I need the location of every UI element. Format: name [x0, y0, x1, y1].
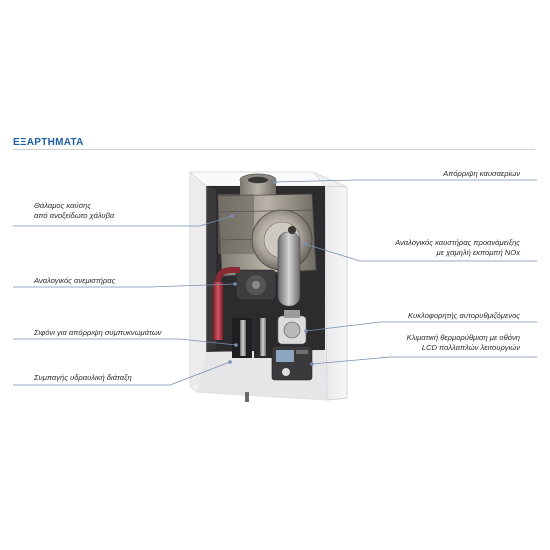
callout-line: Θάλαμος καύσης	[34, 201, 92, 210]
condensate-pipe	[213, 267, 240, 340]
leader-burner	[304, 243, 537, 262]
callout-hydraulics: Συμπαγής υδραυλική διάταξη	[34, 373, 132, 383]
callout-pump: Κυκλοφορητής αυτορυθμιζόμενος	[408, 311, 520, 321]
leader-lcd	[311, 356, 537, 365]
leader-siphon	[13, 338, 237, 346]
callout-line: Αναλογικός καυστήρας προανάμειξης	[395, 238, 520, 247]
hydraulic-block	[232, 314, 276, 358]
leader-fan	[13, 283, 236, 288]
callout-siphon: Σιφόνι για απόρριψη συμπυκνωμάτων	[34, 328, 161, 338]
circulator-pump	[277, 310, 307, 345]
modulating-fan	[235, 269, 277, 301]
callout-line: με χαμηλή εκπομπή NOx	[436, 248, 521, 257]
leader-combustion-chamber	[13, 215, 233, 227]
callout-fan: Αναλογικός ανεμιστήρας	[34, 276, 115, 286]
callout-combustion-chamber: Θάλαμος καύσης από ανοξείδωτο χάλυβα	[34, 201, 114, 221]
leader-hydraulics	[13, 361, 231, 386]
leader-lines	[13, 179, 537, 386]
leader-pump	[305, 321, 537, 332]
callout-line: Σιφόνι για απόρριψη συμπυκνωμάτων	[34, 328, 162, 337]
callout-lcd: Κλιματική θερμορύθμιση με οθόνη LCD πολλ…	[407, 333, 520, 353]
callout-line: Κλιματική θερμορύθμιση με οθόνη	[406, 333, 520, 342]
callout-line: από ανοξείδωτο χάλυβα	[34, 211, 115, 220]
premix-burner	[251, 209, 313, 307]
callout-line: Αναλογικός ανεμιστήρας	[34, 276, 116, 285]
page-title: ΕΞΑΡΤΗΜΑΤΑ	[13, 137, 84, 148]
flue-outlet	[239, 173, 277, 196]
title-divider	[13, 149, 535, 150]
callout-line: LCD πολλαπλών λειτουργιών	[421, 343, 520, 352]
callout-line: Συμπαγής υδραυλική διάταξη	[34, 373, 132, 382]
callout-line: Κυκλοφορητής αυτορυθμιζόμενος	[407, 311, 520, 320]
leader-dots	[228, 180, 314, 366]
bottom-fitting	[245, 392, 249, 402]
callout-line: Απόρριψη καυσαερίων	[443, 169, 520, 178]
lcd-control-panel	[271, 345, 313, 381]
callout-flue: Απόρριψη καυσαερίων	[443, 169, 520, 179]
callout-burner: Αναλογικός καυστήρας προανάμειξης με χαμ…	[395, 238, 520, 258]
leader-flue	[274, 179, 537, 183]
